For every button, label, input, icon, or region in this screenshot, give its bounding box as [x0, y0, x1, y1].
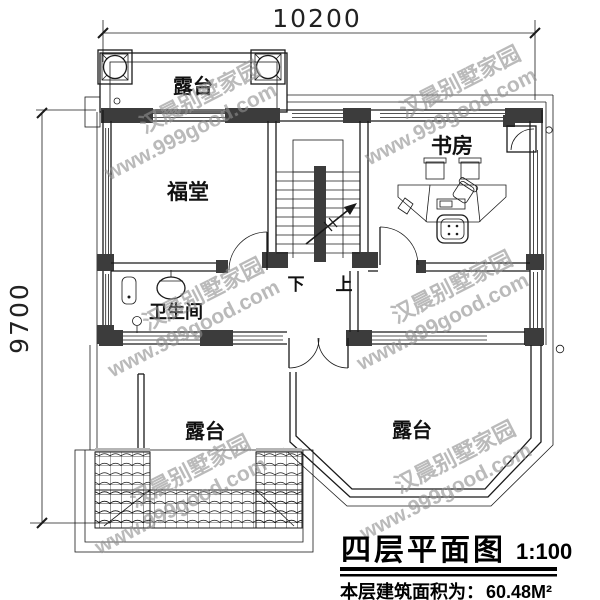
lower-right-terrace: 露台: [282, 126, 565, 507]
roof-cap: [95, 448, 150, 452]
study-furniture: [397, 157, 507, 244]
study-label: 书房: [431, 134, 473, 158]
hall-door: [228, 231, 268, 271]
lower-left-terrace: 露台: [137, 373, 225, 450]
stair-down-label: 下: [288, 275, 305, 294]
stair-direction-arrow: [305, 203, 357, 245]
study-door: [379, 226, 419, 266]
plan-title: 四层平面图: [341, 534, 506, 567]
dim-left-value: 9700: [5, 282, 34, 354]
stairs-icon: [276, 166, 360, 262]
guest-chair-icon: [423, 157, 447, 180]
rain-pipe-icon: [545, 126, 553, 134]
stool-icon: [436, 214, 469, 244]
exterior-walls: [97, 108, 544, 346]
toilet-icon: [156, 270, 186, 300]
roof-block: [74, 448, 314, 553]
terrace-bottom-left-label: 露台: [185, 419, 225, 443]
interior-walls: [111, 115, 537, 332]
rain-pipe-icon: [555, 344, 565, 354]
rain-pipe-icon: [113, 97, 121, 105]
eave-lines: [84, 94, 554, 450]
guest-chair-icon: [458, 157, 482, 180]
terrace-top-label: 露台: [173, 74, 213, 98]
bathroom-fixtures: [121, 270, 186, 333]
tile-hatch: [94, 451, 303, 529]
title-underline: [340, 567, 557, 571]
office-chair-icon: [452, 177, 479, 204]
floor-drain-icon: [132, 316, 142, 333]
french-door: [288, 337, 349, 369]
bathroom-label: 卫生间: [149, 301, 203, 322]
roof-cap: [256, 448, 302, 452]
stairwell: 下 上: [262, 121, 378, 294]
washbasin-icon: [121, 276, 137, 305]
upper-terrace: 露台: [97, 49, 288, 113]
watermark: 汉晨别墅家园 www.999good.com: [355, 416, 535, 546]
title-block: 四层平面图 1:100 本层建筑面积为： 60.48M²: [340, 534, 572, 600]
title-underline: [340, 574, 557, 577]
area-value: 60.48M²: [486, 582, 552, 600]
desk-icon: [397, 184, 507, 223]
hall-label: 福堂: [166, 180, 209, 204]
column-icon: [97, 49, 133, 85]
plan-scale: 1:100: [516, 539, 572, 564]
left-dimension: 9700: [5, 107, 110, 529]
column-icon: [250, 49, 286, 85]
terrace-bottom-right-label: 露台: [392, 418, 432, 442]
area-label: 本层建筑面积为：: [340, 581, 484, 600]
stair-up-label: 上: [336, 275, 353, 294]
top-dimension: 10200: [97, 4, 541, 100]
dim-top-value: 10200: [272, 4, 362, 33]
watermarks: 汉晨别墅家园 www.999good.com 汉晨别墅家园 www.999goo…: [90, 41, 540, 560]
